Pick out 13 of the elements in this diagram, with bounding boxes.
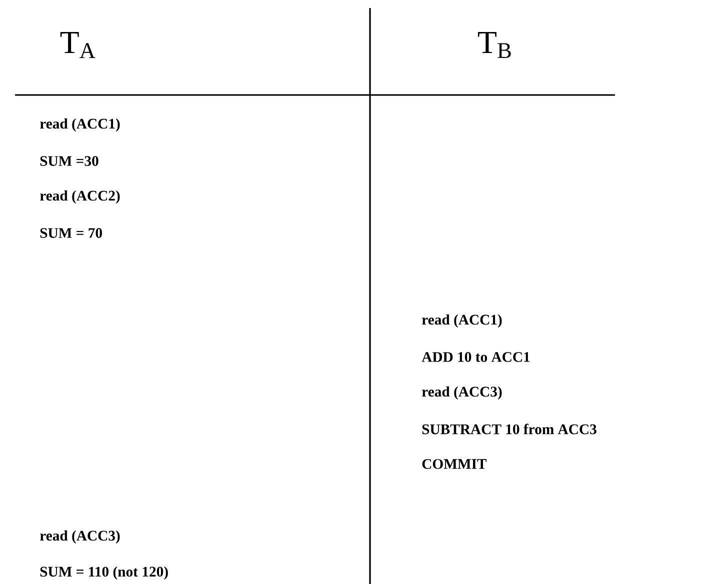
statement-text: read (ACC3) <box>40 530 120 544</box>
statement-text: read (ACC2) <box>40 190 120 204</box>
statement-text: read (ACC1) <box>422 314 502 328</box>
statement-text: SUM =30 <box>40 156 98 166</box>
column-header: T$_{A}$ <box>60 32 96 58</box>
statement-text: read (ACC1) <box>40 118 120 132</box>
statement-text: COMMIT <box>422 459 487 469</box>
column-header: T$_{B}$ <box>478 32 511 58</box>
statement-text: ADD 10 to ACC1 <box>422 352 530 362</box>
statement-text: SUBTRACT 10 from ACC3 <box>422 424 596 434</box>
statement-text: read (ACC3) <box>422 386 502 400</box>
statement-text: SUM = 70 <box>40 228 102 238</box>
statement-text: SUM = 110 (not 120) <box>40 566 168 580</box>
